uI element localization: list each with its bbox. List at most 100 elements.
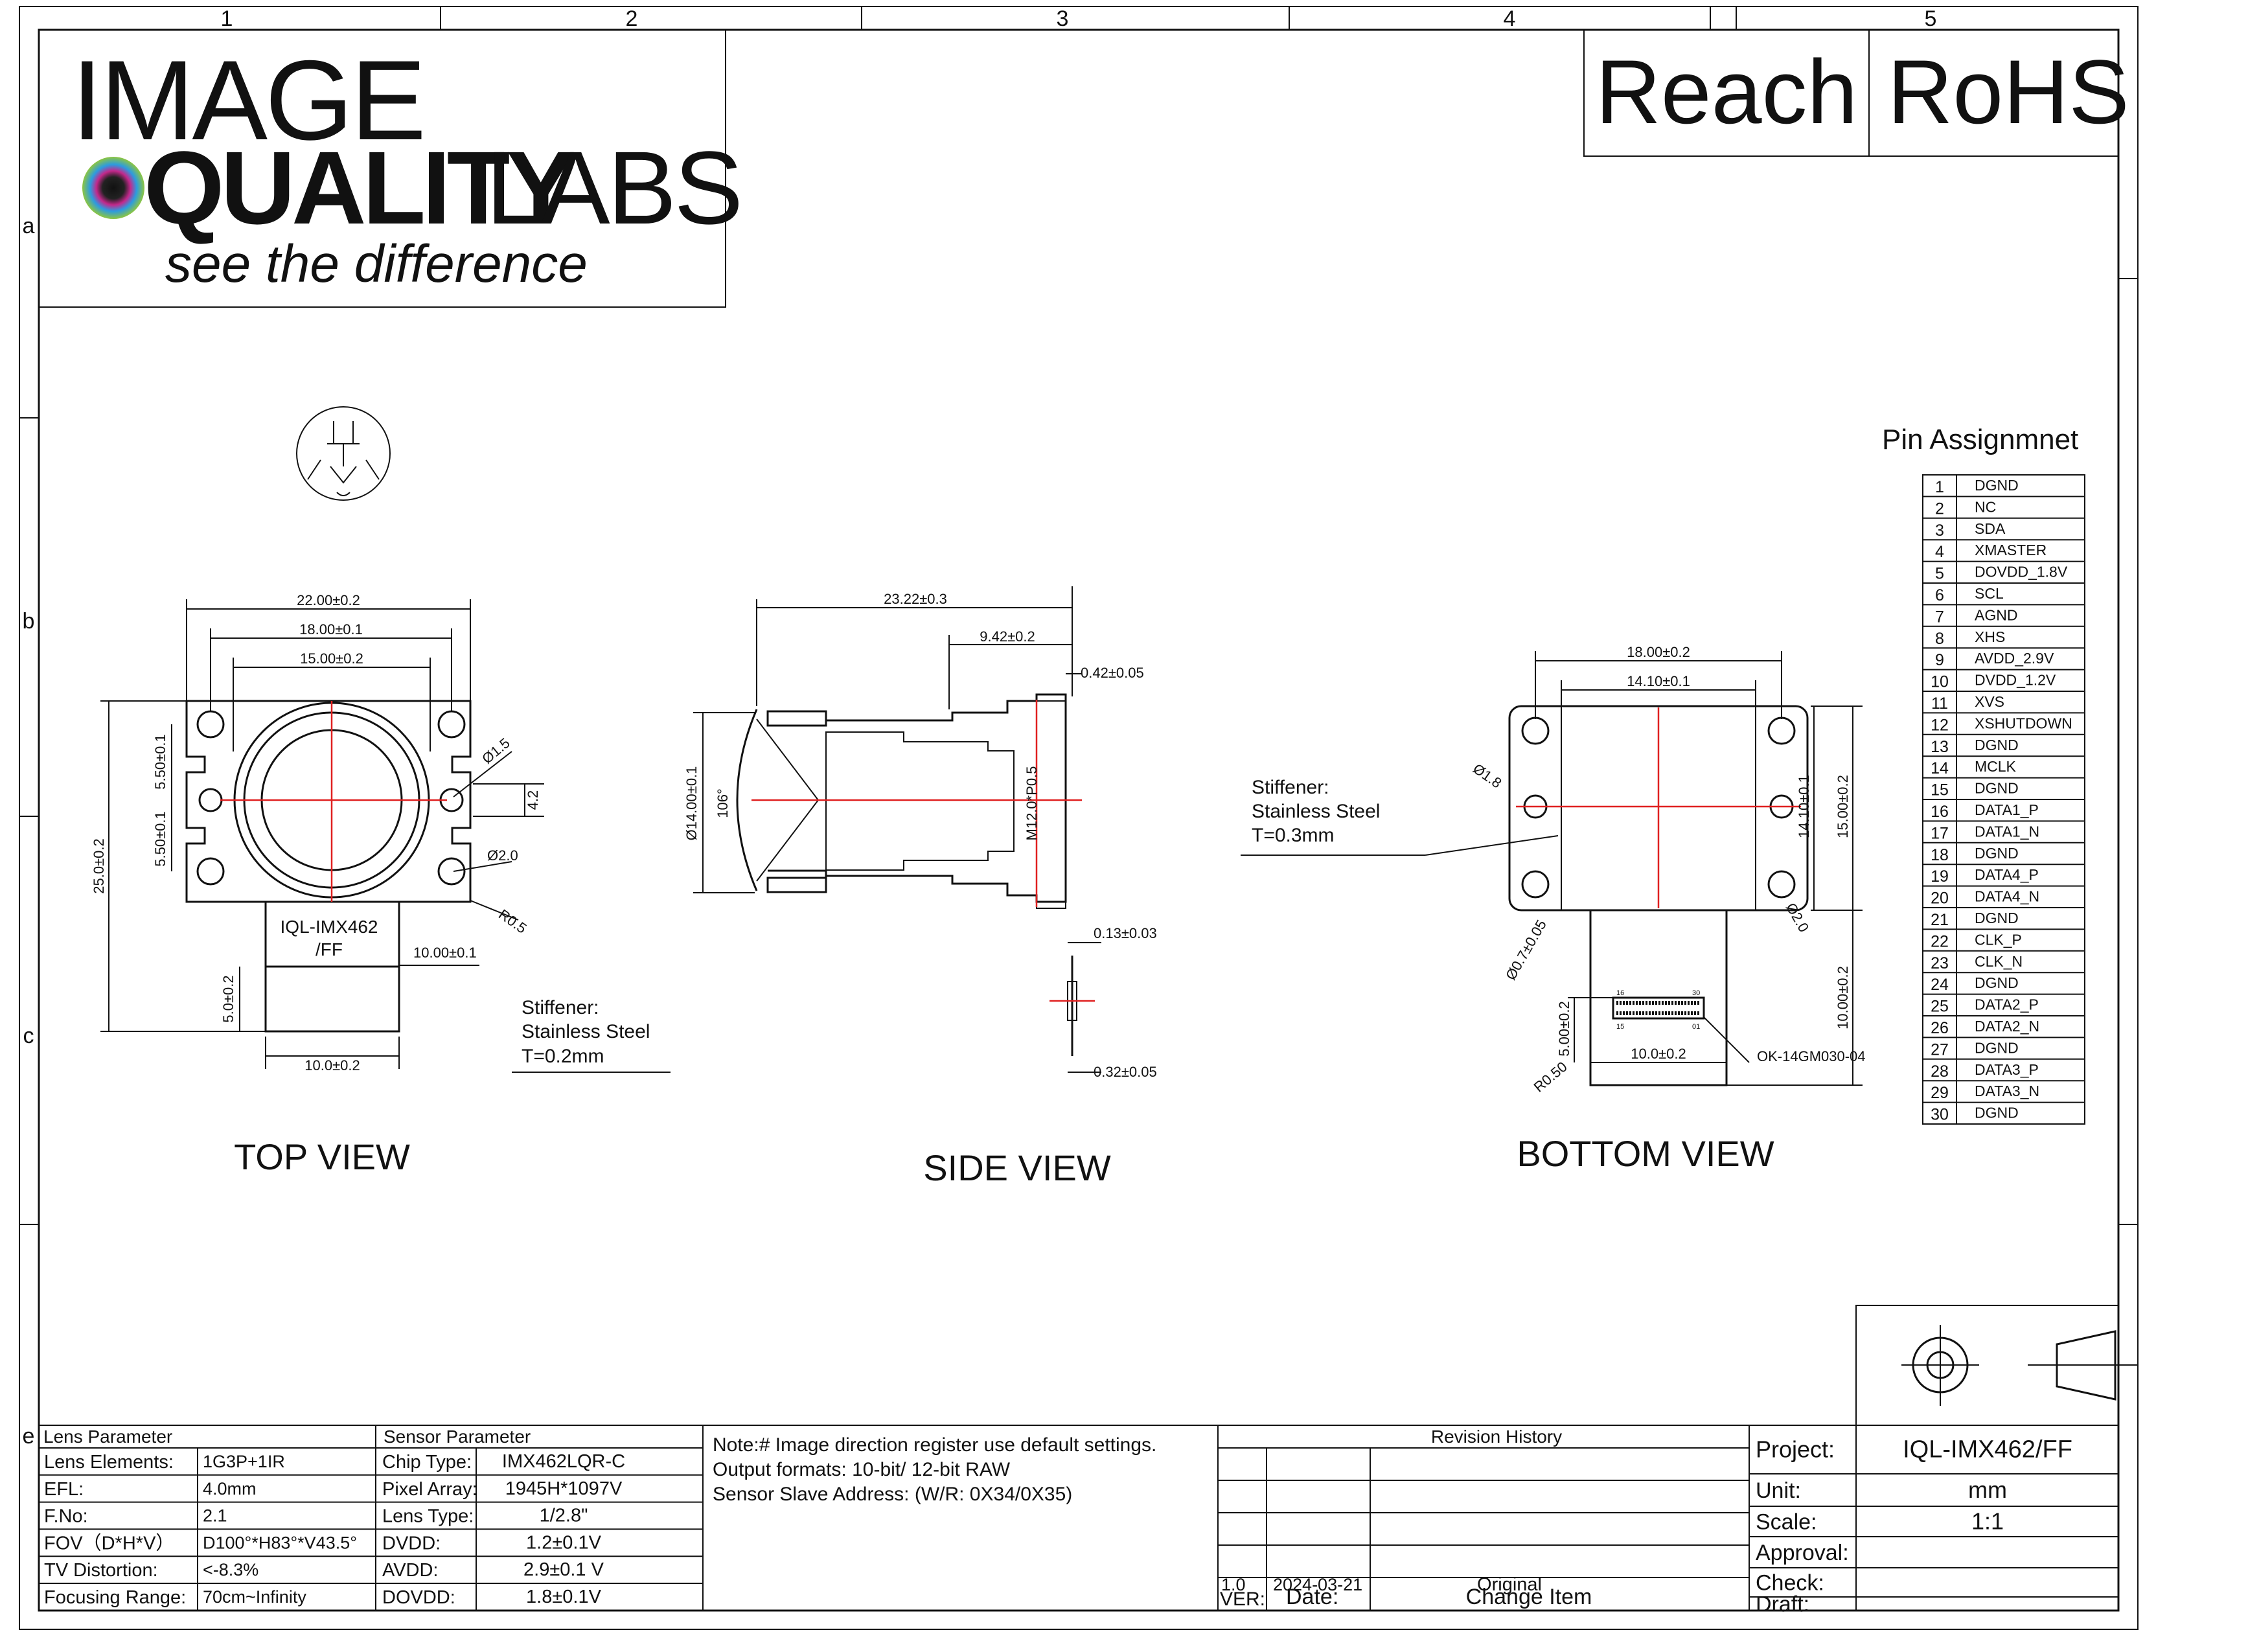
reach-mark: Reach (1596, 41, 1858, 143)
pin-signal: DATA3_N (1975, 1083, 2039, 1099)
project-value: IQL-IMX462/FF (1903, 1436, 2072, 1463)
lens-param-label: Lens Elements: (44, 1452, 174, 1473)
pin-signal: XMASTER (1975, 542, 2047, 558)
lens-param-value: D100°*H83°*V43.5° (203, 1533, 357, 1552)
column-label: 1 (221, 6, 233, 31)
dim-bottom-width-18: 18.00±0.2 (1627, 644, 1690, 660)
pin-signal: CLK_N (1975, 953, 2023, 970)
pin-number: 1 (1935, 478, 1944, 496)
dim-bottom-height-14: 14.10±0.1 (1796, 775, 1812, 838)
revision-item: Original (1477, 1574, 1542, 1595)
lens-parameter-header: Lens Parameter (43, 1427, 172, 1447)
pin-number: 12 (1931, 716, 1949, 734)
logo-eye-icon (82, 157, 144, 219)
project-label: Unit: (1756, 1478, 1801, 1503)
pin-number: 19 (1931, 867, 1949, 886)
pin-signal: DATA2_P (1975, 996, 2039, 1013)
pin-number: 30 (1931, 1106, 1949, 1124)
pin-number: 22 (1931, 932, 1949, 950)
dim-fpc-width: 10.00±0.1 (413, 945, 477, 961)
project-label: Approval: (1756, 1541, 1849, 1565)
dim-thread: M12.0*P0.5 (1024, 766, 1040, 841)
dim-bottom-width-14: 14.10±0.1 (1627, 673, 1690, 689)
logo-line-image: IMAGE (71, 38, 424, 164)
top-part-label: IQL-IMX462 (281, 917, 378, 937)
pin-signal: XVS (1975, 693, 2004, 710)
project-value: mm (1968, 1476, 2007, 1503)
pin-signal: SCL (1975, 585, 2004, 602)
dim-lens-diameter: Ø14.00±0.1 (683, 766, 700, 841)
project-grid: Project:IQL-IMX462/FFUnit:mmScale:1:1App… (1749, 1425, 2118, 1617)
lens-param-value: 2.1 (203, 1506, 227, 1526)
sensor-param-label: DVDD: (382, 1533, 441, 1554)
pin-number: 20 (1931, 889, 1949, 908)
sensor-param-value: 1945H*1097V (505, 1478, 623, 1499)
sensor-param-label: AVDD: (382, 1560, 438, 1581)
sensor-param-value: 1.8±0.1V (526, 1587, 602, 1607)
pin-signal: DATA4_N (1975, 888, 2039, 905)
pin-signal: DGND (1975, 780, 2019, 797)
pin-signal: DOVDD_1.8V (1975, 564, 2068, 580)
row-label: a (23, 214, 35, 238)
sensor-param-value: 1/2.8" (540, 1506, 588, 1526)
pin-number: 26 (1931, 1019, 1949, 1037)
top-stiffener-material: Stainless Steel (522, 1021, 650, 1042)
pin-number: 25 (1931, 998, 1949, 1016)
company-logo: IMAGE QUALITY LABS see the difference (38, 29, 743, 308)
sensor-param-label: Chip Type: (382, 1452, 472, 1473)
dim-hole-1-5: Ø1.5 (479, 735, 513, 767)
project-value: 1:1 (1971, 1508, 2004, 1535)
pin-number: 15 (1931, 781, 1949, 799)
connector-part-number: OK-14GM030-04 (1757, 1048, 1866, 1064)
pin-number: 5 (1935, 565, 1944, 583)
project-label: Draft: (1756, 1592, 1809, 1617)
dim-pcb-thickness: 0.42±0.05 (1081, 665, 1144, 681)
dim-width-18: 18.00±0.1 (299, 621, 363, 637)
pin-signal: DGND (1975, 477, 2019, 494)
dim-fov-angle: 106° (715, 788, 731, 818)
pin-signal: AVDD_2.9V (1975, 650, 2054, 667)
dim-bottom-hole-0-7: Ø0.7±0.05 (1502, 917, 1550, 983)
pin-number: 18 (1931, 846, 1949, 864)
dim-stiffener-width: 10.0±0.2 (304, 1057, 360, 1073)
row-label: e (23, 1424, 35, 1449)
pin-signal: DATA1_N (1975, 823, 2039, 840)
project-label: Project: (1756, 1436, 1835, 1463)
logo-line-labs: LABS (486, 130, 740, 246)
pin-number: 11 (1931, 694, 1948, 713)
sensor-param-value: 1.2±0.1V (526, 1532, 602, 1553)
dim-lens-length: 23.22±0.3 (884, 591, 947, 607)
column-label: 4 (1504, 6, 1516, 31)
sensor-param-label: DOVDD: (382, 1587, 455, 1608)
top-stiffener-thickness: T=0.2mm (522, 1046, 604, 1067)
sensor-parameter-header: Sensor Parameter (384, 1427, 531, 1447)
sensor-param-value: 2.9±0.1 V (523, 1559, 604, 1580)
column-label: 5 (1925, 6, 1937, 31)
logo-line-quality: QUALITY (144, 130, 574, 246)
dim-bottom-radius: R0.50 (1531, 1059, 1570, 1096)
revision-ver-label: VER: (1220, 1589, 1265, 1610)
pin-number: 23 (1931, 954, 1949, 972)
dim-bottom-fpc-length: 10.00±0.2 (1835, 966, 1851, 1029)
project-label: Check: (1756, 1571, 1824, 1596)
pin-number: 16 (1931, 803, 1949, 821)
pin-signal: CLK_P (1975, 931, 2022, 948)
rohs-mark: RoHS (1887, 41, 2129, 143)
pin-number: 7 (1935, 608, 1944, 626)
connector-pin-label: 01 (1692, 1023, 1700, 1031)
pin-signal: XHS (1975, 628, 2005, 645)
sensor-param-label: Lens Type: (382, 1506, 474, 1527)
dim-bottom-hole-2-0: Ø2.0 (1783, 900, 1813, 935)
pin-number: 29 (1931, 1084, 1949, 1102)
pin-signal: MCLK (1975, 758, 2017, 775)
pin-table-title: Pin Assignmnet (1882, 424, 2078, 455)
pin-signal: DATA2_N (1975, 1018, 2039, 1035)
dim-bottom-connector-height: 5.00±0.2 (1556, 1001, 1572, 1056)
pin-number: 6 (1935, 586, 1944, 604)
row-label: b (23, 609, 35, 634)
top-part-label-suffix: /FF (315, 939, 343, 959)
dim-width-22: 22.00±0.2 (297, 592, 360, 608)
